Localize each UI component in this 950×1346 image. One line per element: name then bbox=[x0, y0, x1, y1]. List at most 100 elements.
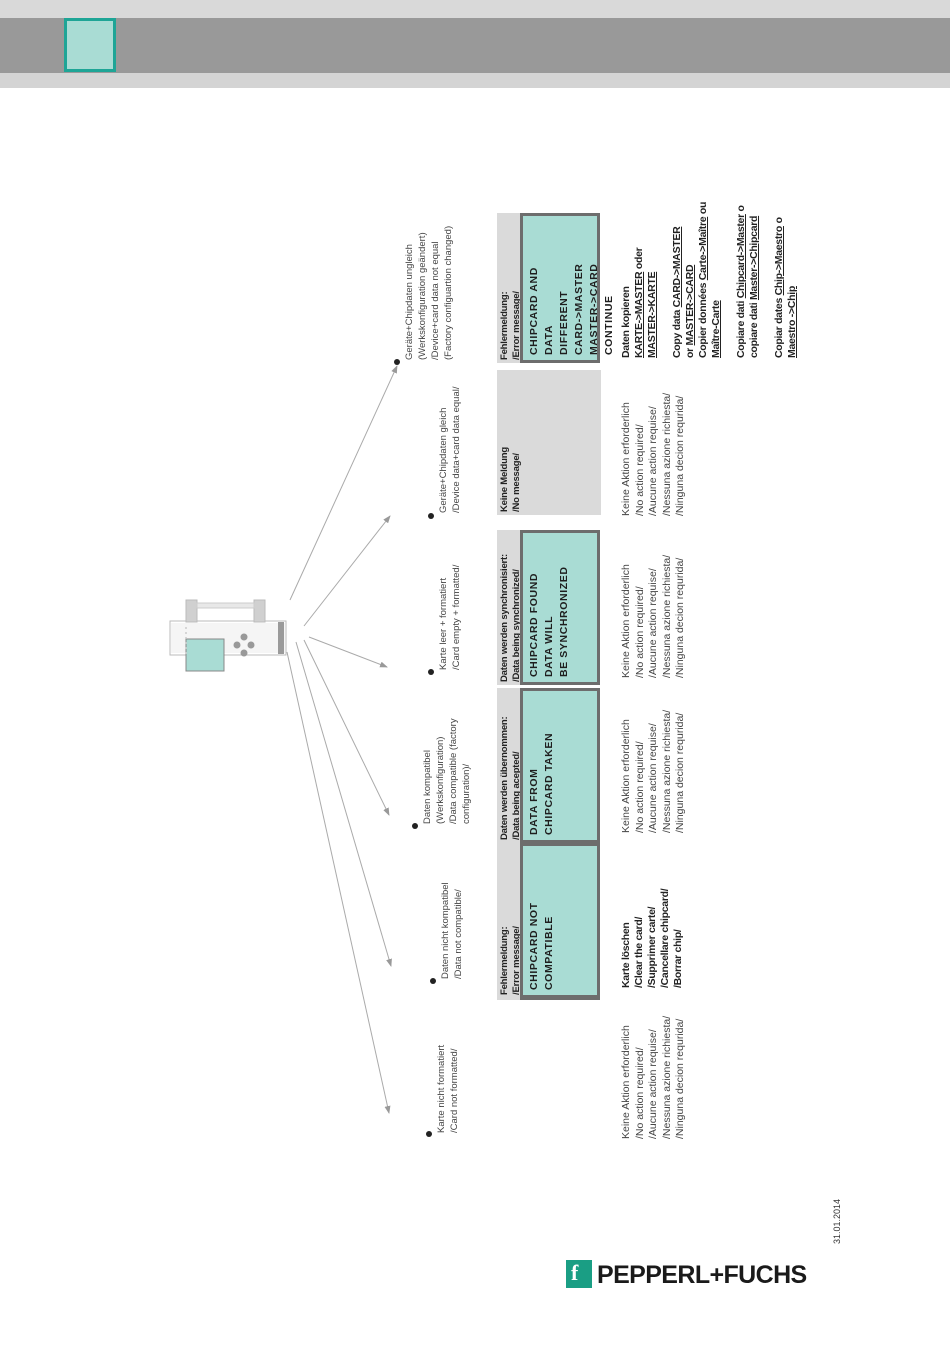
action-line: /Nessuna azione richiesta/ bbox=[660, 709, 673, 833]
condition-label-6: Geräte+Chipdaten ungleich(Werkskonfigura… bbox=[403, 226, 455, 360]
condition-line: /Device+card data not equal bbox=[430, 241, 441, 360]
action-line: /Aucune action requise/ bbox=[647, 1029, 659, 1139]
action-line: Copiare dati Chipcard->Master o bbox=[735, 205, 747, 358]
action-text-3: Keine Aktion erforderlich/No action requ… bbox=[620, 710, 688, 833]
action-text-1: Keine Aktion erforderlich/No action requ… bbox=[620, 1016, 688, 1139]
action-line: or MASTER->CARD bbox=[684, 264, 696, 358]
action-line: /Ninguna decion requrida/ bbox=[674, 557, 686, 678]
condition-line: /Card not formatted/ bbox=[449, 1048, 460, 1133]
action-line: /Nessuna azione richiesta/ bbox=[660, 392, 673, 516]
arrow-6 bbox=[289, 365, 398, 601]
brand-mark-icon: f bbox=[566, 1260, 592, 1288]
lcd-line: BE SYNCHRONIZED bbox=[558, 566, 570, 677]
condition-line: Geräte+Chipdaten gleich bbox=[438, 407, 449, 513]
condition-line: Karte leer + formatiert bbox=[438, 577, 449, 670]
condition-line: configuration)/ bbox=[461, 763, 472, 824]
bullet-1 bbox=[426, 1131, 432, 1137]
action-line: /Borrar chip/ bbox=[672, 929, 684, 988]
condition-line: /Data not compatible/ bbox=[453, 889, 464, 979]
arrow-5 bbox=[303, 515, 391, 627]
action-line: /Supprimer carte/ bbox=[646, 906, 658, 988]
message-header-bg-6 bbox=[497, 213, 521, 363]
lcd-line: DATA WILL bbox=[543, 615, 555, 677]
device-icon bbox=[169, 599, 287, 672]
condition-line: Daten nicht kompatibel bbox=[440, 882, 451, 979]
header-band bbox=[0, 18, 950, 73]
condition-label-1: Karte nicht formatiert/Card not formatte… bbox=[435, 1045, 461, 1133]
arrow-1 bbox=[286, 651, 391, 1114]
lcd-line: CONTINUE bbox=[603, 295, 615, 355]
document-date: 31.01.2014 bbox=[832, 1198, 842, 1244]
condition-line: (Werkskonfiguration) bbox=[435, 736, 446, 824]
action-line: Copier données Carte->Maître ou bbox=[697, 201, 709, 358]
action-line: /Ninguna decion requrida/ bbox=[674, 395, 686, 516]
message-header-line: Fehlermeldung: bbox=[499, 291, 510, 360]
action-line: Copiar dates Chip->Maestro o bbox=[773, 217, 785, 358]
condition-label-4: Karte leer + formatiert/Card empty + for… bbox=[437, 565, 463, 670]
condition-line: /Device data+card data equal/ bbox=[451, 386, 462, 514]
action-line: /Cancellare chipcard/ bbox=[659, 888, 671, 988]
action-line: Keine Aktion erforderlich bbox=[620, 1025, 632, 1139]
lcd-display-4 bbox=[520, 530, 600, 685]
message-header-line: /No message/ bbox=[511, 453, 522, 512]
action-line: /Aucune action requise/ bbox=[647, 723, 659, 833]
action-text-4: Keine Aktion erforderlich/No action requ… bbox=[620, 555, 688, 678]
spacer bbox=[761, 202, 773, 358]
action-line: MASTER->KARTE bbox=[646, 271, 658, 358]
arrow-4 bbox=[308, 636, 388, 668]
bullet-2 bbox=[430, 978, 436, 984]
action-line: Keine Aktion erforderlich bbox=[620, 402, 632, 516]
spacer bbox=[659, 202, 671, 358]
lcd-line: CHIPCARD FOUND bbox=[528, 572, 540, 677]
lcd-line: CHIPCARD TAKEN bbox=[543, 732, 555, 835]
condition-line: /Card empty + formatted/ bbox=[451, 564, 462, 670]
action-line: KARTE->MASTER oder bbox=[633, 247, 645, 358]
action-line: /No action required/ bbox=[633, 1047, 646, 1139]
action-line: /Ninguna decion requrida/ bbox=[674, 1018, 686, 1139]
message-header-bg-5 bbox=[497, 370, 601, 515]
bullet-4 bbox=[428, 669, 434, 675]
action-line: Daten kopieren bbox=[620, 286, 632, 358]
action-line: /No action required/ bbox=[633, 586, 646, 678]
action-line: /No action required/ bbox=[633, 741, 646, 833]
condition-line: /Data compatible (factory bbox=[448, 718, 459, 824]
message-header-bg-3 bbox=[497, 688, 521, 843]
action-line: Maestro ->Chip bbox=[786, 286, 798, 358]
condition-label-3: Daten kompatibel(Werkskonfiguration)/Dat… bbox=[421, 718, 473, 824]
lcd-display-6 bbox=[520, 213, 600, 363]
lcd-line: CARD->MASTER bbox=[573, 263, 585, 356]
message-header-line: Fehlermeldung: bbox=[499, 926, 510, 995]
action-text-2: Karte löschen/Clear the card//Supprimer … bbox=[620, 889, 685, 988]
message-header-line: Daten werden übernommen: bbox=[499, 716, 510, 840]
action-line: Karte löschen bbox=[620, 922, 632, 988]
action-line: /Clear the card/ bbox=[633, 916, 645, 988]
message-header-line: Keine Meldung bbox=[499, 447, 510, 512]
lcd-display-2 bbox=[520, 843, 600, 998]
action-line: /Aucune action requise/ bbox=[647, 568, 659, 678]
lcd-line: DATA FROM bbox=[528, 768, 540, 835]
action-line: /Nessuna azione richiesta/ bbox=[660, 1015, 673, 1139]
bullet-3 bbox=[412, 823, 418, 829]
lcd-line: MASTER->CARD bbox=[588, 263, 600, 356]
condition-line: (Factory configuartion changed) bbox=[443, 225, 454, 360]
bullet-6 bbox=[394, 359, 400, 365]
header-band-bottom bbox=[0, 73, 950, 88]
action-line: copiare dati Master->Chipcard bbox=[748, 215, 760, 358]
action-line: Copy data CARD->MASTER bbox=[671, 226, 683, 358]
message-header-bg-2 bbox=[497, 843, 521, 998]
action-line: /Nessuna azione richiesta/ bbox=[660, 554, 673, 678]
condition-label-2: Daten nicht kompatibel/Data not compatib… bbox=[439, 882, 465, 979]
action-line: /Aucune action requise/ bbox=[647, 406, 659, 516]
lcd-line: COMPATIBLE bbox=[543, 916, 555, 990]
arrow-3 bbox=[303, 639, 390, 816]
lcd-line: DIFFERENT bbox=[558, 290, 570, 355]
lcd-line: CHIPCARD AND bbox=[528, 267, 540, 355]
action-line: Keine Aktion erforderlich bbox=[620, 719, 632, 833]
message-header-5: Keine Meldung/No message/ bbox=[499, 447, 523, 512]
